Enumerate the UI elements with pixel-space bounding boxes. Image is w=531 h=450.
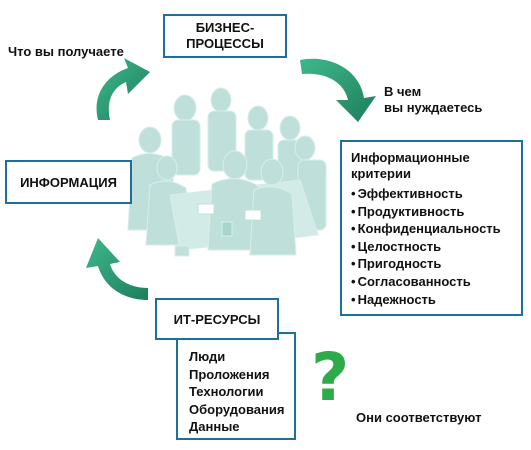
criteria-item: Целостность [351,238,521,256]
resource-item: Оборудования [189,401,285,417]
question-mark-icon: ? [311,339,350,416]
resource-item: Технологии [189,384,264,399]
resource-item: Проложения [189,366,270,382]
criteria-item: Конфиденциальность [351,220,521,238]
information-box: ИНФОРМАЦИЯ [5,160,132,204]
business-processes-line1: БИЗНЕС- [195,20,255,35]
criteria-item: Продуктивность [351,203,521,221]
what-you-need-line1: В чем [384,84,422,99]
resource-item: Данные [189,419,240,434]
information-label: ИНФОРМАЦИЯ [20,174,117,190]
arrow-to-criteria-icon [300,58,376,122]
resources-box: Люди Проложения Технологии Оборудования … [176,332,296,440]
what-you-get-label: Что вы получаете [8,44,124,59]
resource-item: Люди [189,349,226,364]
criteria-title-line1: Информационные [351,150,470,165]
it-resources-box: ИТ-РЕСУРСЫ [155,298,279,340]
criteria-box: Информационные критерии Эффективность Пр… [340,140,523,316]
criteria-item: Надежность [351,291,521,309]
they-match-label: Они соответствуют [356,410,482,425]
arrow-from-it-resources-icon [86,238,148,300]
criteria-item: Согласованность [351,273,521,291]
meeting-illustration [127,87,327,257]
criteria-list: Эффективность Продуктивность Конфиденциа… [351,185,521,308]
business-processes-line2: ПРОЦЕССЫ [186,36,264,51]
what-you-need-line2: вы нуждаетесь [384,100,483,115]
criteria-title-line2: критерии [351,166,411,181]
arrow-to-business-processes-icon [96,58,150,120]
criteria-item: Эффективность [351,185,521,203]
business-processes-box: БИЗНЕС- ПРОЦЕССЫ [163,14,287,58]
criteria-item: Пригодность [351,255,521,273]
what-you-need-label: В чем вы нуждаетесь [384,84,482,116]
it-resources-label: ИТ-РЕСУРСЫ [173,311,261,327]
